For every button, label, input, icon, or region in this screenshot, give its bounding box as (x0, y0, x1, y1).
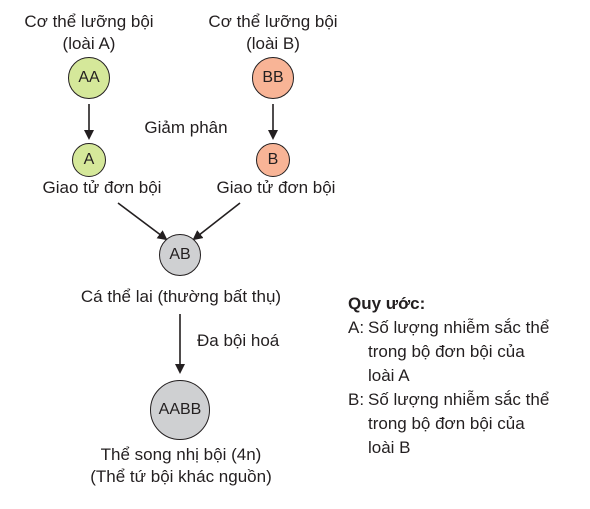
legend-item-b-line1: Số lượng nhiễm sắc thể (368, 390, 550, 409)
parent-b-label-line1: Cơ thể lưỡng bội (208, 12, 338, 31)
gamete-b-circle: B (256, 143, 290, 177)
tetraploid-circle: AABB (150, 380, 210, 440)
parent-b-genome: BB (262, 69, 284, 86)
meiosis-label: Giảm phân (144, 118, 228, 137)
gamete-a-circle: A (72, 143, 106, 177)
legend-item-b-line2: trong bộ đơn bội của (368, 414, 525, 433)
legend-key-b: B: (348, 390, 365, 409)
legend-item-a-line2: trong bộ đơn bội của (368, 342, 525, 361)
legend: Quy ước: A: Số lượng nhiễm sắc thể trong… (348, 292, 549, 460)
gamete-a-label: Giao tử đơn bội (42, 178, 162, 197)
gamete-b-genome: B (267, 151, 279, 168)
legend-key-a: A: (348, 318, 365, 337)
parent-b-label-line2: (loài B) (246, 34, 300, 53)
parent-a-label: Cơ thể lưỡng bội (loài A) (24, 11, 153, 55)
legend-item-a-line3: loài A (368, 366, 410, 385)
legend-item-b: B: Số lượng nhiễm sắc thể trong bộ đơn b… (348, 388, 549, 460)
arrow-gamete-b-to-hybrid (192, 202, 241, 241)
tetraploid-label-line2: (Thể tứ bội khác nguồn) (90, 467, 272, 486)
parent-a-label-line1: Cơ thể lưỡng bội (24, 12, 154, 31)
arrow-gamete-a-to-hybrid (117, 202, 168, 241)
legend-item-a-line1: Số lượng nhiễm sắc thể (368, 318, 550, 337)
hybrid-label: Cá thể lai (thường bất thụ) (80, 287, 282, 306)
tetraploid-label: Thể song nhị bội (4n) (Thể tứ bội khác n… (90, 444, 271, 488)
parent-a-genome: AA (78, 69, 100, 86)
gamete-a-genome: A (83, 151, 95, 168)
legend-title: Quy ước: (348, 294, 426, 313)
legend-item-b-line3: loài B (368, 438, 411, 457)
parent-a-circle: AA (68, 57, 110, 99)
tetraploid-genome: AABB (158, 401, 202, 418)
parent-a-label-line2: (loài A) (62, 34, 116, 53)
hybrid-genome: AB (169, 246, 191, 263)
tetraploid-label-line1: Thể song nhị bội (4n) (100, 445, 262, 464)
gamete-b-label: Giao tử đơn bội (216, 178, 336, 197)
polyploidy-label: Đa bội hoá (197, 331, 280, 350)
parent-b-circle: BB (252, 57, 294, 99)
legend-item-a: A: Số lượng nhiễm sắc thể trong bộ đơn b… (348, 316, 549, 388)
parent-b-label: Cơ thể lưỡng bội (loài B) (208, 11, 337, 55)
hybrid-circle: AB (159, 234, 201, 276)
